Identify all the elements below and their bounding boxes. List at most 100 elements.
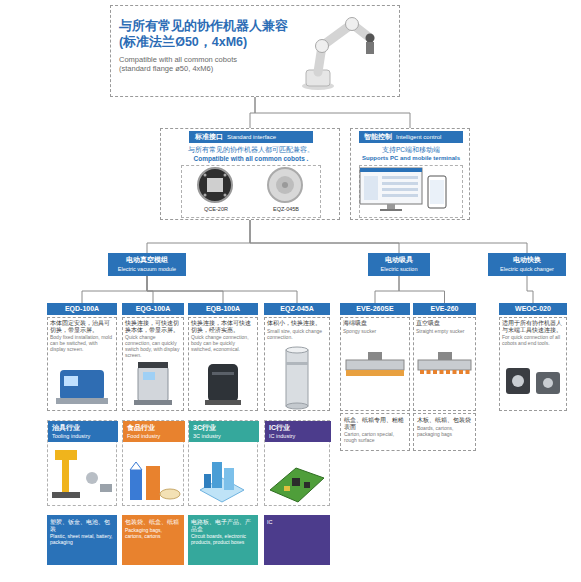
cereal-box — [146, 466, 160, 500]
node-text: EVE-260 — [413, 305, 476, 313]
monitor-row — [382, 188, 418, 191]
food-illustration — [130, 462, 180, 500]
product-box: EQZ-045A 体积小，快换连接。Small size, quick chang… — [264, 303, 330, 411]
connector-line — [147, 276, 297, 303]
module-body — [60, 370, 104, 400]
node-text: Straight empty sucker — [416, 328, 473, 334]
building — [212, 462, 222, 488]
title-box: 与所有常见的协作机器人兼容 (标准法兰Ø50，4xM6)Compatible w… — [110, 5, 400, 97]
sucker-bracket — [368, 352, 382, 360]
monitor-panel — [364, 176, 378, 200]
node-text: Quick change connection, body can be qui… — [191, 334, 255, 352]
application-box: 纸盒、纸箱专用、粗糙表面Carton, carton special, roug… — [340, 413, 410, 451]
changer-disc — [512, 375, 524, 387]
vacuum-sucker-illustration — [418, 352, 471, 374]
part-name: QCE-20R — [186, 206, 246, 213]
part-gear — [86, 472, 98, 484]
node-text: 包装袋、纸盒、纸箱 — [125, 519, 181, 526]
sucker-cup — [427, 370, 431, 374]
node-text: 电路板、电子产品、产品盒 — [191, 519, 255, 532]
building — [224, 468, 234, 490]
application-box: 包装袋、纸盒、纸箱Packaging bags, cartons, carton… — [122, 515, 184, 565]
monitor-illustration — [360, 168, 446, 211]
module-base — [205, 400, 241, 405]
connector-line — [399, 276, 445, 303]
node-text: IC行业 — [269, 424, 327, 432]
building — [204, 474, 211, 488]
node-text: For quick connection of all cobots and e… — [502, 334, 564, 346]
part-name: EQZ-045B — [256, 206, 316, 213]
robot-links — [318, 24, 370, 72]
node-text: 本体固定安装，治具可切换，带显示屏。 — [50, 320, 114, 333]
node-text: WEOC-020 — [499, 305, 567, 313]
monitor-row — [382, 176, 418, 179]
robot-base — [306, 70, 330, 86]
node-text: Small size, quick change connection. — [267, 328, 327, 340]
interface-box: 标准接口Standard interface与所有常见的协作机器人都可匹配兼容。… — [160, 128, 340, 220]
module-stripe — [212, 372, 234, 375]
phone-screen — [430, 180, 444, 204]
node-text: 适用于所有协作机器人与末端工具快速连接。 — [502, 320, 564, 333]
industry-box: 3C行业3C industry — [188, 420, 258, 506]
eqz-illustration — [286, 347, 308, 409]
node-text: Quick change connection, can quickly swi… — [125, 334, 181, 358]
node-text: Tooling industry — [52, 433, 114, 440]
node-text: 3C industry — [193, 433, 255, 440]
carton-top — [130, 462, 142, 470]
node-text: 食品行业 — [127, 424, 181, 432]
node-text: 智能控制 — [364, 133, 396, 141]
ic-illustration — [270, 468, 324, 502]
flange-hole — [224, 174, 227, 177]
robot-joint — [346, 18, 359, 31]
sucker-bracket — [438, 352, 452, 360]
module-display — [64, 376, 78, 386]
flange-qce-illustration — [198, 168, 232, 202]
node-text: IC — [267, 519, 327, 526]
changer-part — [536, 372, 560, 394]
circuit-board — [270, 468, 324, 502]
connector-line — [82, 276, 147, 303]
application-box: IC — [264, 515, 330, 565]
node-text: Carton, carton special, rough surface — [344, 431, 408, 443]
node-text: Standard interface — [227, 134, 311, 141]
robot-wrist — [366, 34, 375, 43]
node-text: 电动吸具 — [368, 256, 430, 264]
phone-body — [428, 176, 446, 208]
node-text: 体积小，快换连接。 — [267, 320, 327, 327]
changer-disc — [543, 378, 553, 388]
inner-frame — [359, 165, 463, 218]
node-text: Body fixed installation, mold can be swi… — [50, 334, 114, 352]
eqd-illustration — [56, 370, 108, 404]
platform — [200, 478, 244, 502]
module-cap — [138, 362, 168, 368]
module-base — [56, 398, 108, 404]
part-block — [100, 484, 112, 492]
connector-line — [375, 276, 399, 303]
node-text: 电动真空模组 — [108, 256, 186, 264]
node-text: Electric vacuum module — [108, 266, 186, 273]
robot-base-shadow — [302, 82, 334, 90]
application-box: 电路板、电子产品、产品盒Circuit boards, electronic p… — [188, 515, 258, 565]
flange-hole — [282, 182, 288, 188]
module-base — [134, 400, 172, 405]
node-text: 塑胶、钣金、电池、包装 — [50, 519, 114, 532]
sucker-sponge — [346, 370, 404, 376]
node-text: 3C行业 — [193, 424, 255, 432]
node-text: 电动快换 — [488, 256, 566, 264]
product-box: EVE-260直空吸盘Straight empty sucker — [413, 303, 476, 411]
module-body — [208, 364, 238, 402]
application-box: 塑胶、钣金、电池、包装Plastic, sheet metal, battery… — [47, 515, 117, 565]
node-text: EQZ-045A — [264, 305, 330, 313]
monitor-header — [360, 168, 422, 172]
product-box: EVE-260SE海绵吸盘Spongy sucker — [340, 303, 410, 411]
monitor-row — [382, 194, 418, 197]
module-body — [138, 366, 168, 402]
flange-hole — [204, 174, 207, 177]
flange-eqz-illustration — [268, 168, 302, 202]
category-box: 电动吸具 Electric suction — [368, 253, 430, 276]
sponge-sucker-illustration — [346, 352, 404, 376]
electronics-illustration — [200, 462, 244, 502]
node-text: Electric suction — [368, 266, 430, 273]
